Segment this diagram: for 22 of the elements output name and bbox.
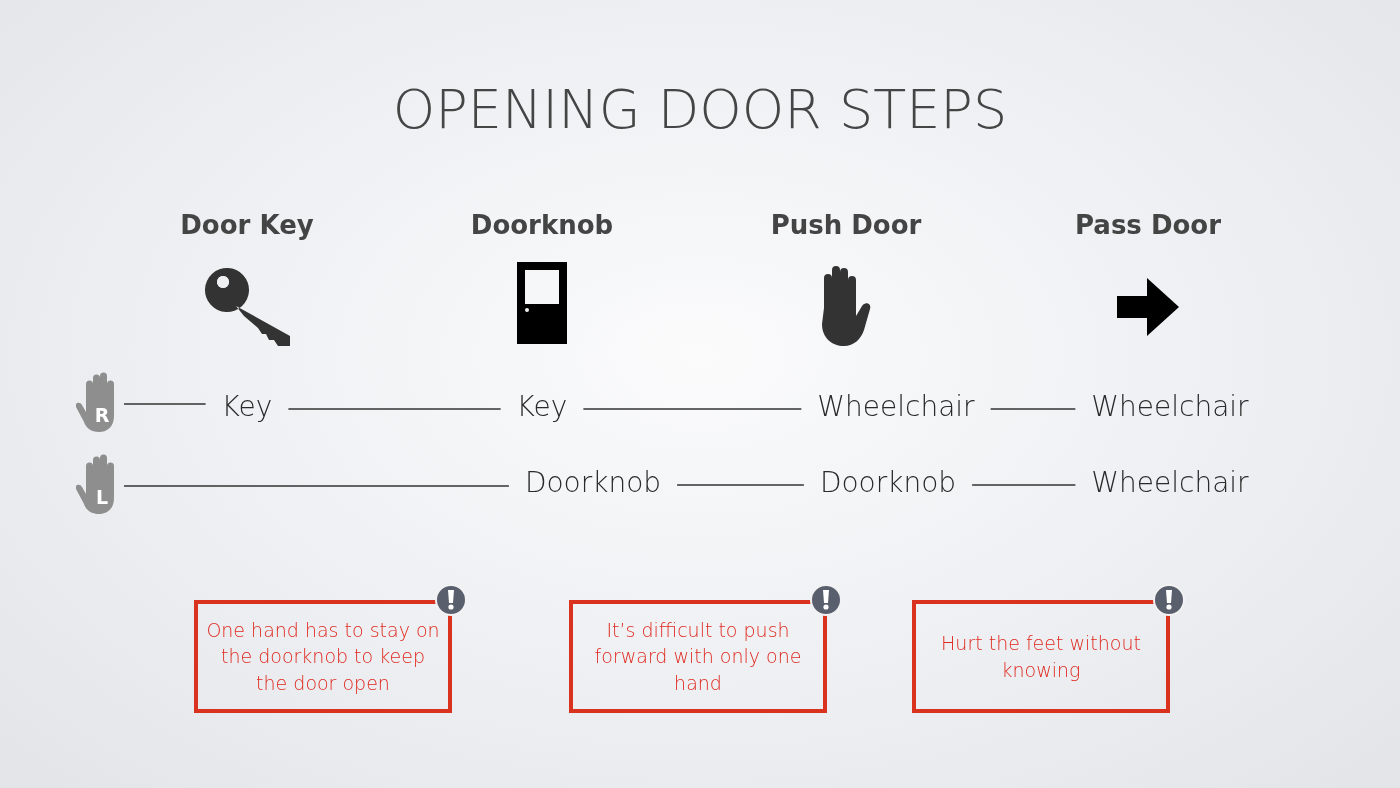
- connector-line: [971, 484, 1077, 486]
- note-box: One hand has to stay on the doorknob to keep the door open: [194, 600, 452, 713]
- step-text: Key: [500, 390, 584, 424]
- connector-line: [676, 484, 805, 486]
- step-text: Key: [205, 390, 289, 424]
- column-heading: Push Door: [770, 210, 922, 240]
- step-text: Wheelchair: [1075, 466, 1265, 500]
- connector-line: [287, 408, 502, 410]
- column-heading: Door Key: [180, 210, 314, 240]
- connector-line: [123, 403, 207, 405]
- step-text: Wheelchair: [1075, 390, 1265, 424]
- connector-line: [989, 408, 1077, 410]
- connector-line: [582, 408, 803, 410]
- title: OPENING DOOR STEPS: [392, 78, 1008, 143]
- connector-line: [123, 485, 510, 487]
- step-text: Doorknob: [803, 466, 973, 500]
- note-box: It’s difficult to push forward with only one hand: [569, 600, 827, 713]
- step-text: Wheelchair: [801, 390, 991, 424]
- column-heading: Pass Door: [1075, 210, 1221, 240]
- column-heading: Doorknob: [470, 210, 614, 240]
- step-text: Doorknob: [508, 466, 678, 500]
- note-box: Hurt the feet without knowing: [912, 600, 1170, 713]
